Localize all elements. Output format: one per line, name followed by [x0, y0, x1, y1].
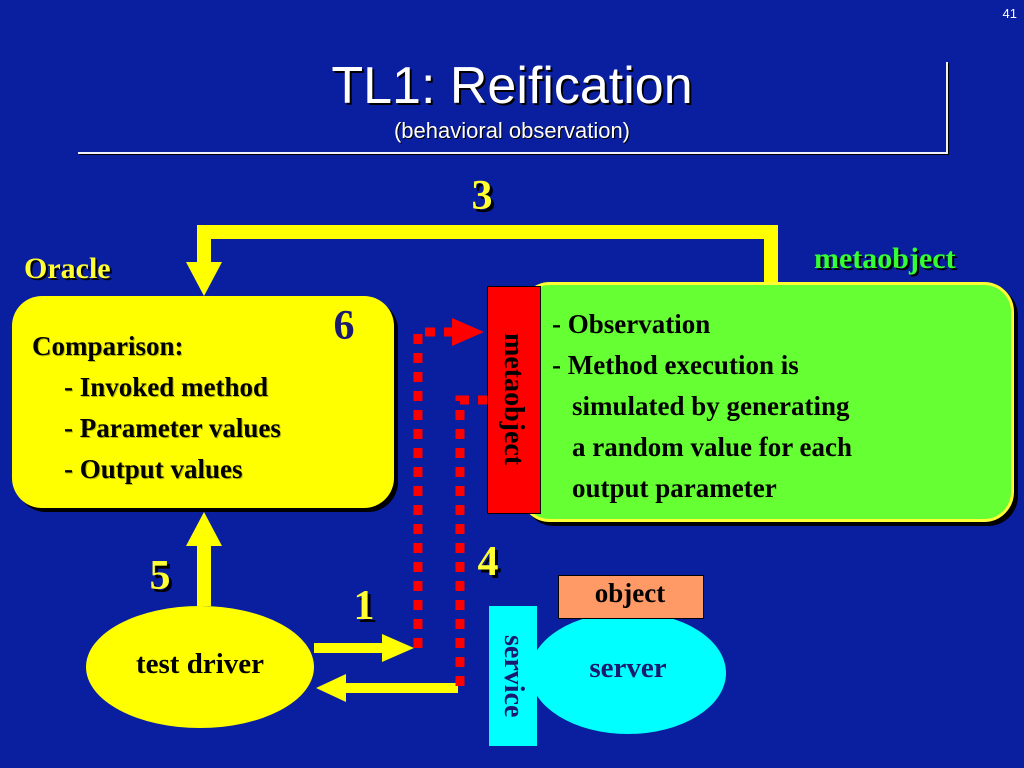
metaobject-box: [520, 282, 1014, 522]
oracle-label: Oracle: [24, 252, 111, 285]
step-number-3: 3: [471, 173, 493, 219]
object-tab: [558, 575, 704, 619]
oracle-item-invoked-method: - Invoked method: [64, 372, 269, 402]
oracle-comparison-list: Comparison: - Invoked method - Parameter…: [32, 326, 281, 490]
oracle-heading: Comparison:: [32, 331, 184, 361]
server-ellipse: [530, 612, 726, 734]
oracle-item-output-values: - Output values: [64, 454, 243, 484]
service-tab-label: service: [498, 634, 529, 718]
test-driver-ellipse: [86, 606, 314, 728]
title-underline: [78, 152, 948, 154]
metaobject-line-output-parameter: output parameter: [572, 473, 777, 503]
step-number-1: 1: [353, 583, 375, 629]
return-dotted-path: [455, 395, 488, 690]
title-side-rule: [946, 62, 948, 154]
metaobject-tab: [487, 286, 541, 514]
call-arrow-head: [382, 634, 414, 662]
metaobject-line-observation: - Observation: [552, 309, 711, 339]
server-label: server: [589, 652, 667, 684]
service-tab: [489, 606, 537, 746]
step-number-4: 4: [477, 539, 499, 585]
metaobject-label: metaobject: [814, 242, 956, 275]
redirect-dotted-path: [413, 327, 452, 648]
feedback-arrow-head: [186, 262, 222, 296]
metaobject-tab-label: metaobject: [498, 332, 529, 466]
metaobject-line-random-value: a random value for each: [572, 432, 852, 462]
oracle-input-arrow-head: [186, 512, 222, 546]
redirect-dotted-head: [452, 318, 484, 346]
oracle-box: [12, 296, 394, 508]
slide-subtitle: (behavioral observation): [393, 118, 631, 143]
step-number-5: 5: [149, 553, 171, 599]
oracle-item-parameter-values: - Parameter values: [64, 413, 281, 443]
slide-title: TL1: Reification: [331, 57, 693, 115]
metaobject-line-method-execution: - Method execution is: [552, 350, 799, 380]
feedback-arrow-line: [197, 225, 778, 284]
metaobject-line-simulated: simulated by generating: [572, 391, 850, 421]
return-arrow-head: [316, 674, 346, 702]
metaobject-description: - Observation - Method execution is simu…: [552, 304, 852, 509]
slide-number: 41: [1002, 6, 1017, 21]
test-driver-label: test driver: [135, 648, 265, 680]
object-tab-label: object: [594, 578, 666, 608]
step-number-6: 6: [333, 303, 355, 349]
